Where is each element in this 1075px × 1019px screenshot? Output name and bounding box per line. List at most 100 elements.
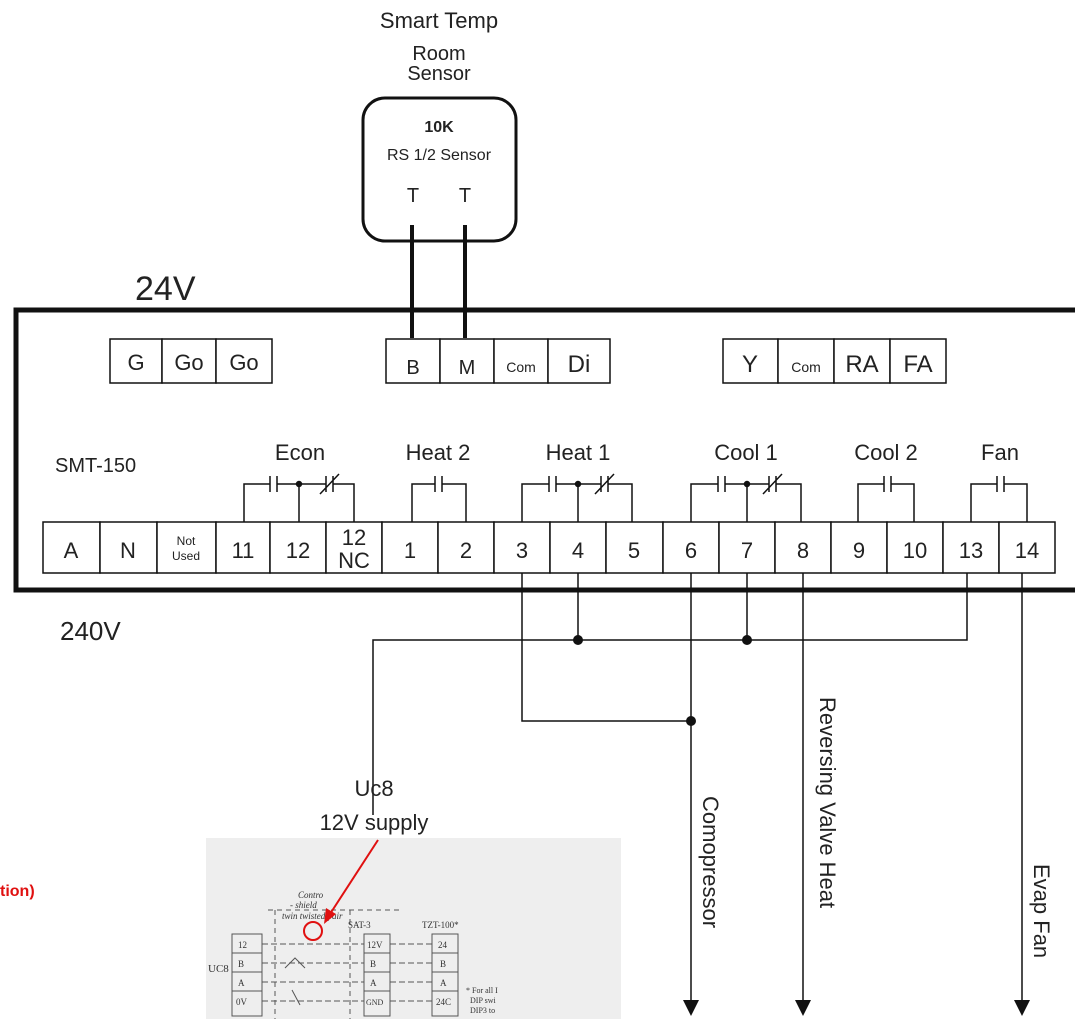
arrow-compressor	[683, 1000, 699, 1016]
junction-dots	[573, 635, 752, 726]
relay-cool1	[690, 473, 802, 522]
output-arrows	[683, 1000, 1030, 1016]
inset-uc8-pin-12: 12	[238, 940, 247, 950]
terminal-5-label: 5	[628, 538, 640, 563]
terminal-go-2-label: Go	[229, 350, 258, 375]
inset-foot-2: DIP swi	[470, 996, 496, 1005]
sensor-terminal-left: T	[407, 185, 419, 207]
bottom-terminal-strip	[42, 521, 1056, 574]
wire-terminal-3-to-compressor	[521, 573, 691, 722]
terminal-not-used-label-1: Not	[177, 534, 196, 548]
terminal-not-used-label-2: Used	[172, 549, 200, 563]
terminal-a-label: A	[64, 538, 79, 563]
label-24v: 24V	[135, 270, 196, 308]
wire-common-bus	[372, 573, 968, 815]
inset-note-shield: - shield	[290, 900, 317, 910]
terminal-12nc	[325, 521, 383, 574]
terminal-a	[42, 521, 101, 574]
inset-dashed-frame	[268, 909, 400, 1019]
terminal-10	[886, 521, 944, 574]
terminal-fa-label: FA	[903, 351, 932, 378]
relay-econ	[243, 473, 355, 522]
relay-econ-label: Econ	[275, 440, 325, 465]
inset-tzt-pin-a: A	[440, 978, 447, 988]
output-evap-fan-label: Evap Fan	[1029, 864, 1054, 958]
uc8-supply-label: 12V supply	[320, 810, 429, 835]
inset-wires	[262, 943, 432, 1002]
terminal-n	[99, 521, 158, 574]
sensor-terminal-right: T	[459, 185, 471, 207]
room-sensor: Smart Temp Room Sensor 10K RS 1/2 Sensor…	[361, 8, 518, 243]
terminal-12nc-label-1: 12	[342, 525, 366, 550]
terminal-com-1	[493, 338, 549, 384]
bottom-terminal-labels: A N Not Used 11 12 12 NC 1 2 3 4 5 6 7 8…	[64, 525, 1040, 573]
inset-note-twisted: twin twisted pair	[282, 911, 343, 921]
sensor-model: RS 1/2 Sensor	[387, 147, 492, 164]
terminal-com-2-label: Com	[791, 359, 821, 375]
uc8-label: Uc8	[354, 776, 393, 801]
terminal-7-label: 7	[741, 538, 753, 563]
terminal-go-1-label: Go	[174, 350, 203, 375]
clipped-red-note: tion)	[0, 883, 35, 900]
inset-scan: UC8 12 B A 0V SAT-3 12V B A GND TZT-100*…	[206, 838, 621, 1019]
terminal-6	[662, 521, 720, 574]
output-wiring	[372, 573, 1023, 1000]
terminal-14	[998, 521, 1056, 574]
inset-uc8-pin-b: B	[238, 959, 244, 969]
controller-enclosure	[13, 307, 1075, 593]
terminal-14-label: 14	[1015, 538, 1039, 563]
sensor-title-line3: Sensor	[407, 63, 471, 85]
terminal-com-1-label: Com	[506, 359, 536, 375]
arrow-evap-fan	[1014, 1000, 1030, 1016]
terminal-go-2	[215, 338, 273, 384]
inset-sat3-pin-b: B	[370, 959, 376, 969]
terminal-9-label: 9	[853, 538, 865, 563]
inset-tzt-pin-24c: 24C	[436, 997, 451, 1007]
relay-cool2-label: Cool 2	[854, 440, 918, 465]
top-terminals-group1	[109, 338, 273, 384]
junction-terminal-7	[742, 635, 752, 645]
relay-contacts	[243, 473, 1028, 522]
output-compressor-label: Comopressor	[698, 796, 723, 928]
junction-terminal-4	[573, 635, 583, 645]
junction-compressor	[686, 716, 696, 726]
terminal-2-label: 2	[460, 538, 472, 563]
top-terminals-group3	[722, 338, 947, 384]
sensor-title-line2: Room	[412, 43, 465, 65]
top-terminals-group2	[385, 338, 611, 384]
terminal-1	[381, 521, 439, 574]
inset-sat3-pin-a: A	[370, 978, 377, 988]
terminal-7	[718, 521, 776, 574]
terminal-g-label: G	[127, 350, 144, 375]
terminal-ra	[833, 338, 891, 384]
terminal-ra-label: RA	[845, 351, 878, 378]
inset-tzt-title: TZT-100*	[422, 920, 459, 930]
terminal-4-label: 4	[572, 538, 584, 563]
inset-callout-arrow	[329, 839, 379, 915]
inset-background	[206, 838, 621, 1019]
label-240v: 240V	[60, 616, 121, 646]
relay-heat1	[521, 473, 633, 522]
terminal-9	[830, 521, 888, 574]
terminal-10-label: 10	[903, 538, 927, 563]
arrow-reversing-valve	[795, 1000, 811, 1016]
inset-tzt-block	[431, 933, 459, 1017]
terminal-not-used	[156, 521, 217, 574]
terminal-y	[722, 338, 779, 384]
terminal-b-label: B	[406, 357, 419, 379]
terminal-m	[439, 338, 495, 384]
sensor-spec: 10K	[424, 119, 454, 136]
relay-heat1-label: Heat 1	[546, 440, 611, 465]
inset-note-control: Contro	[298, 890, 324, 900]
relay-fan-label: Fan	[981, 440, 1019, 465]
sensor-title-line1: Smart Temp	[380, 8, 498, 33]
inset-callout-arrowhead	[324, 908, 336, 924]
inset-sat3-block	[363, 933, 391, 1017]
inset-sat3-title: SAT-3	[348, 920, 371, 930]
terminal-8-label: 8	[797, 538, 809, 563]
device-model: SMT-150	[55, 455, 136, 477]
terminal-fa	[889, 338, 947, 384]
terminal-di	[547, 338, 611, 384]
terminal-13	[942, 521, 1000, 574]
